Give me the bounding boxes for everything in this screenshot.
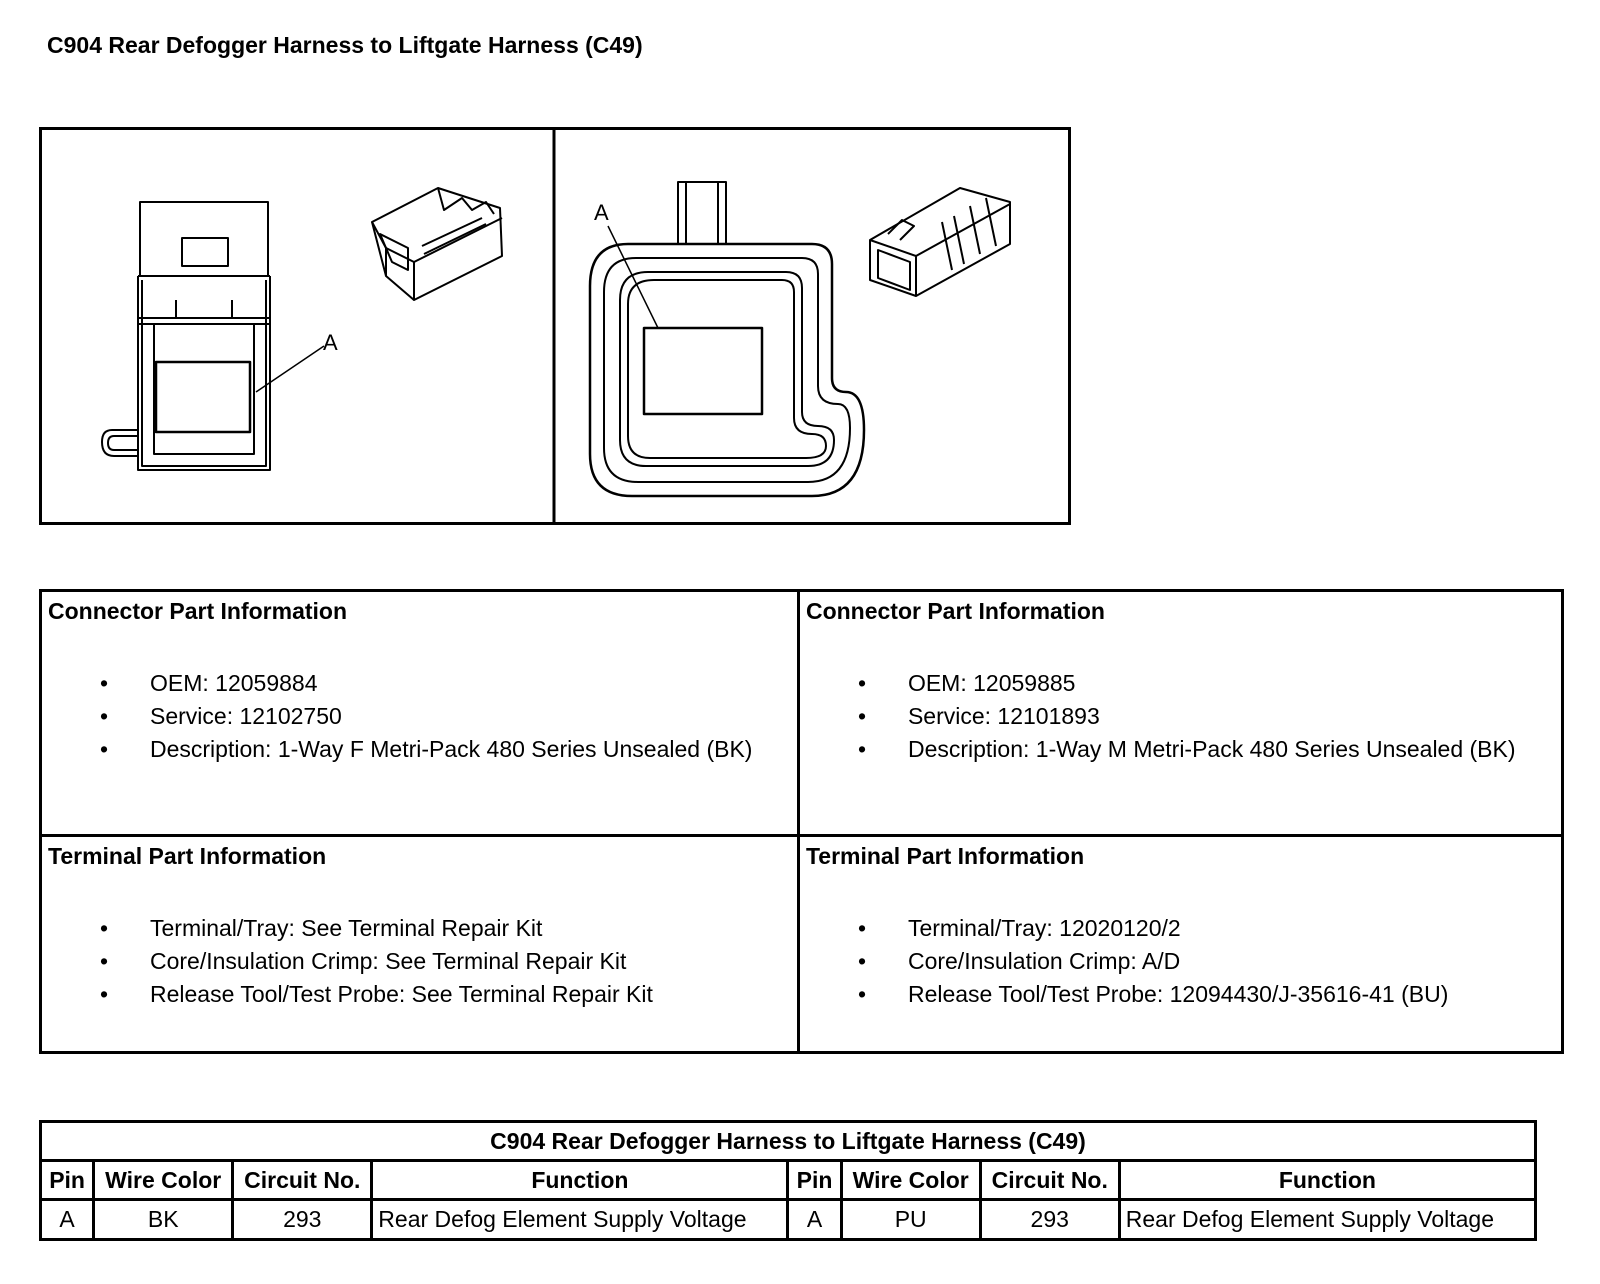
column-header: Wire Color	[839, 1159, 982, 1201]
female-connector-leader	[255, 345, 325, 393]
pinout-table: C904 Rear Defogger Harness to Liftgate H…	[38, 1120, 1538, 1241]
connector-drawing: A A	[101, 130, 1011, 522]
table-cell: Rear Defog Element Supply Voltage	[1117, 1198, 1538, 1241]
section-title: Terminal Part Information	[805, 843, 1085, 869]
table-cell: PU	[839, 1198, 982, 1241]
list-item: Core/Insulation Crimp: A/D	[858, 945, 1555, 978]
column-header: Function	[370, 1159, 790, 1201]
column-header: Pin	[38, 1159, 96, 1201]
table-cell: 293	[231, 1198, 374, 1241]
table-row: A BK 293 Rear Defog Element Supply Volta…	[38, 1198, 1538, 1241]
bullet-list: Terminal/Tray: See Terminal Repair Kit C…	[48, 912, 791, 1011]
list-item: Release Tool/Test Probe: 12094430/J-3561…	[858, 978, 1555, 1011]
bullet-list: Terminal/Tray: 12020120/2 Core/Insulatio…	[806, 912, 1555, 1011]
table-cell: 293	[978, 1198, 1121, 1241]
male-connector-leader	[607, 225, 659, 329]
connector-illustration: A A	[39, 127, 1071, 525]
female-connector-face	[101, 201, 271, 471]
list-item: Core/Insulation Crimp: See Terminal Repa…	[100, 945, 791, 978]
list-item: Terminal/Tray: See Terminal Repair Kit	[100, 912, 791, 945]
bullet-list: OEM: 12059884 Service: 12102750 Descript…	[48, 667, 791, 766]
bullet-list: OEM: 12059885 Service: 12101893 Descript…	[806, 667, 1555, 766]
male-connector-iso	[869, 187, 1011, 297]
male-connector-face	[588, 181, 866, 498]
list-item: OEM: 12059885	[858, 667, 1555, 700]
pinout-table-title: C904 Rear Defogger Harness to Liftgate H…	[39, 1120, 1537, 1162]
list-item: Service: 12101893	[858, 700, 1555, 733]
list-item: Terminal/Tray: 12020120/2	[858, 912, 1555, 945]
column-header: Function	[1117, 1159, 1538, 1201]
section-title: Connector Part Information	[805, 598, 1105, 624]
left-connector-info: Connector Part Information OEM: 12059884…	[39, 589, 800, 837]
list-item: OEM: 12059884	[100, 667, 791, 700]
column-header: Circuit No.	[231, 1159, 374, 1201]
table-cell: A	[786, 1198, 843, 1241]
list-item: Description: 1-Way M Metri-Pack 480 Seri…	[858, 733, 1555, 766]
section-title: Connector Part Information	[48, 598, 348, 624]
table-cell: A	[38, 1198, 96, 1241]
page-title: C904 Rear Defogger Harness to Liftgate H…	[47, 32, 643, 58]
female-callout-label: A	[323, 330, 338, 355]
right-connector-info: Connector Part Information OEM: 12059885…	[796, 589, 1565, 837]
column-header: Wire Color	[92, 1159, 235, 1201]
left-terminal-info: Terminal Part Information Terminal/Tray:…	[39, 834, 800, 1054]
connector-parts-table: Connector Part Information OEM: 12059884…	[39, 589, 1565, 1054]
female-connector-iso	[371, 187, 503, 301]
list-item: Description: 1-Way F Metri-Pack 480 Seri…	[100, 733, 791, 766]
list-item: Release Tool/Test Probe: See Terminal Re…	[100, 978, 791, 1011]
column-header: Pin	[786, 1159, 843, 1201]
table-cell: Rear Defog Element Supply Voltage	[370, 1198, 790, 1241]
male-callout-label: A	[594, 200, 609, 225]
right-terminal-info: Terminal Part Information Terminal/Tray:…	[796, 834, 1565, 1054]
column-header: Circuit No.	[978, 1159, 1121, 1201]
section-title: Terminal Part Information	[48, 843, 327, 869]
table-cell: BK	[92, 1198, 235, 1241]
list-item: Service: 12102750	[100, 700, 791, 733]
